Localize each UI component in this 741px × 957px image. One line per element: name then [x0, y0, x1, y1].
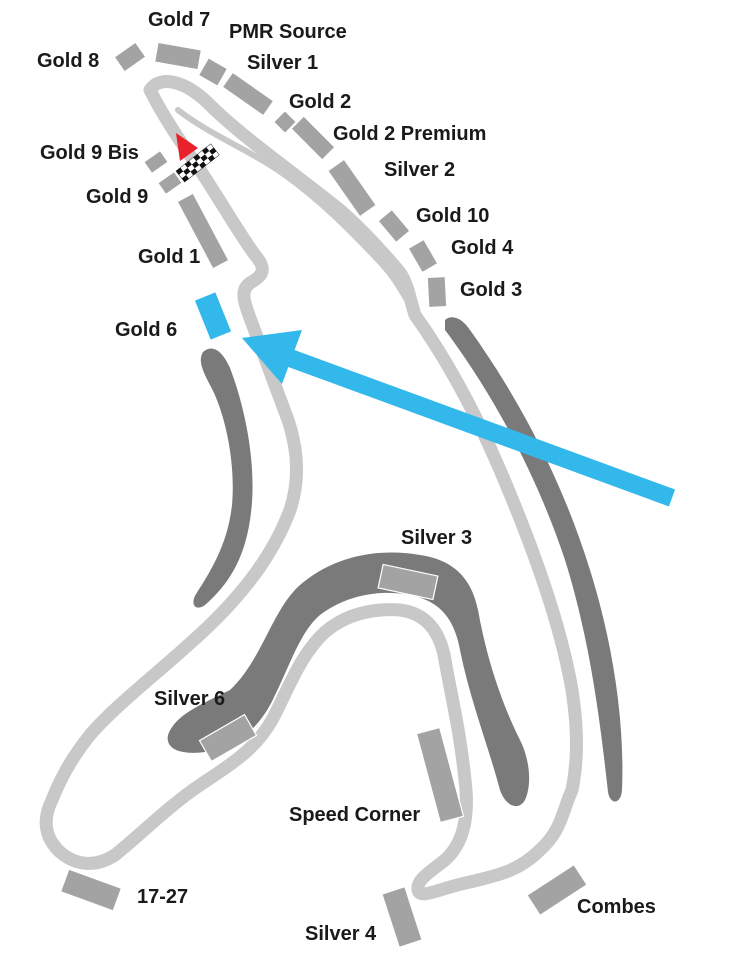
stand-gold9-bis[interactable]: [142, 149, 170, 175]
stand-gold2-premium[interactable]: [290, 115, 336, 161]
stand-combes[interactable]: [526, 863, 588, 917]
stand-gold9[interactable]: [156, 170, 184, 196]
label-gold1: Gold 1: [138, 246, 200, 268]
stand-silver2[interactable]: [326, 158, 378, 218]
label-combes: Combes: [577, 896, 656, 918]
label-silver6: Silver 6: [154, 688, 225, 710]
stand-gold10[interactable]: [377, 208, 411, 244]
stand-speed-corner[interactable]: [415, 726, 465, 824]
label-gold2: Gold 2: [289, 91, 351, 113]
checkered-flag-icon: [175, 143, 220, 183]
stand-gold7[interactable]: [153, 41, 203, 71]
stand-gold8[interactable]: [113, 41, 147, 73]
stand-silver6[interactable]: [198, 713, 258, 763]
stand-gold2[interactable]: [272, 109, 298, 135]
label-silver2: Silver 2: [384, 159, 455, 181]
label-gold4: Gold 4: [451, 237, 514, 259]
banking-pouhon: [167, 552, 530, 807]
stand-gold4[interactable]: [407, 238, 439, 274]
label-pmr-source: PMR Source: [229, 21, 347, 43]
label-gold8: Gold 8: [37, 50, 99, 72]
pointer-arrow-icon: [242, 330, 676, 507]
label-gold6: Gold 6: [115, 319, 177, 341]
stand-pmr-source[interactable]: [197, 57, 229, 87]
label-gold7: Gold 7: [148, 9, 210, 31]
stand-silver4[interactable]: [381, 885, 423, 949]
label-gold3: Gold 3: [460, 279, 522, 301]
label-silver1: Silver 1: [247, 52, 318, 74]
banking-eau-rouge: [193, 348, 253, 608]
stand-silver3[interactable]: [377, 563, 439, 601]
stand-gold6[interactable]: [194, 292, 232, 340]
stand-silver1[interactable]: [221, 71, 275, 117]
pit-lane: [175, 107, 413, 308]
banking-kemmel: [445, 317, 623, 802]
label-silver3: Silver 3: [401, 527, 472, 549]
label-gold2-premium: Gold 2 Premium: [333, 123, 486, 145]
stand-17-27[interactable]: [59, 868, 123, 912]
label-17-27: 17-27: [137, 886, 188, 908]
start-flag-icon: [176, 133, 198, 161]
label-silver4: Silver 4: [305, 923, 377, 945]
label-speed-corner: Speed Corner: [289, 804, 420, 826]
label-gold10: Gold 10: [416, 205, 489, 227]
stand-gold1[interactable]: [176, 192, 230, 270]
label-gold9: Gold 9: [86, 186, 148, 208]
stand-gold3[interactable]: [426, 275, 448, 309]
label-gold9-bis: Gold 9 Bis: [40, 142, 139, 164]
